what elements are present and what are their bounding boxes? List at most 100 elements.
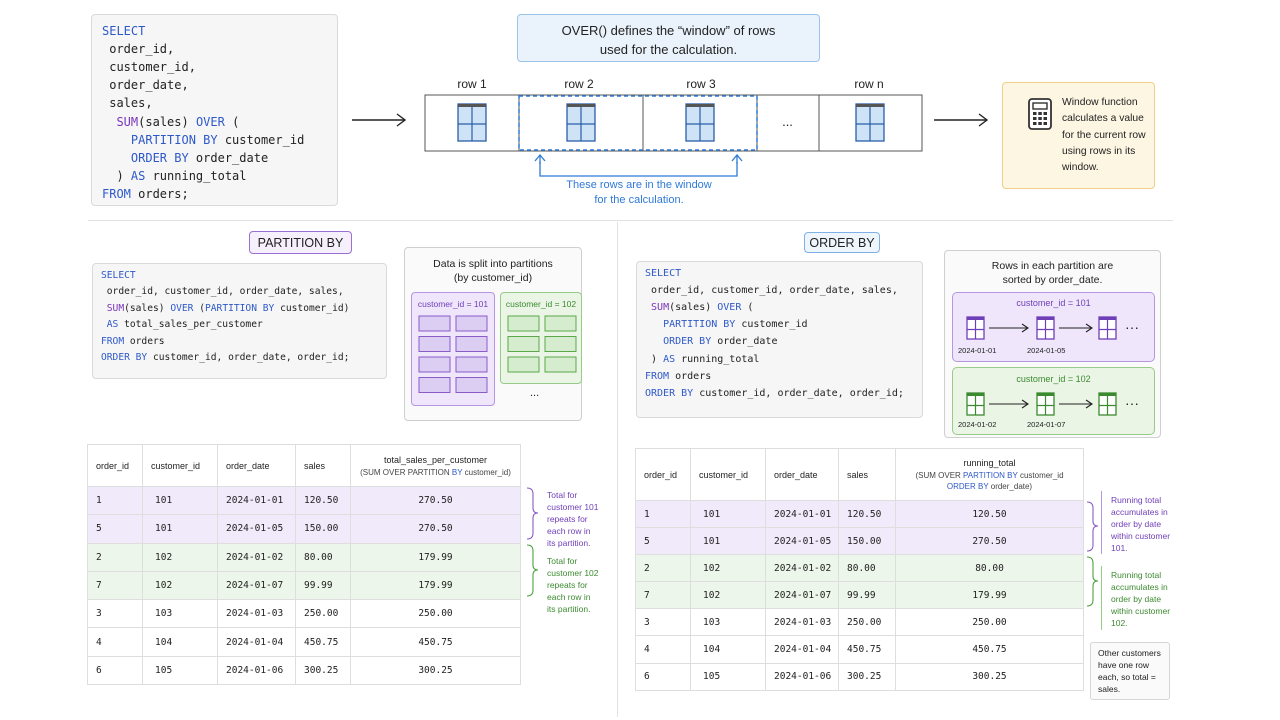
note-line: Total for (547, 490, 578, 500)
row-table-icon (855, 103, 885, 142)
col-header: customer_id (690, 448, 766, 501)
partition-cell (418, 356, 451, 373)
note-line: repeats for (547, 580, 588, 590)
table-cell: 80.00 (838, 554, 896, 583)
partition-cell (418, 377, 451, 393)
note-line: repeats for (547, 514, 588, 524)
sql-line: order_id, customer_id, order_date, sales… (101, 286, 344, 298)
table-cell: 250.00 (295, 599, 351, 629)
row-table-icon (1098, 316, 1117, 340)
table-cell: 101 (690, 499, 766, 529)
partition-by-title: PARTITION BY (249, 231, 352, 254)
order-sql-code-box: SELECT order_id, customer_id, order_date… (636, 261, 923, 418)
table-cell: 80.00 (295, 542, 351, 572)
row-table-icon (966, 316, 985, 340)
table-cell: 270.50 (350, 514, 521, 544)
sorted-102-label: customer_id = 102 (1016, 374, 1091, 384)
sql-line: order_date, (102, 78, 189, 93)
calculator-icon (1028, 98, 1052, 130)
table-cell: 450.75 (295, 627, 351, 657)
running-header-sub2: ORDER BY order_date) (896, 482, 1083, 491)
table-cell: 2 (87, 542, 143, 572)
sorted-102-sequence: ··· (966, 392, 1139, 416)
vertical-divider (617, 222, 618, 717)
partition-cell (507, 356, 540, 373)
order-table: order_id customer_id order_date sales ru… (635, 448, 1084, 691)
split-title-1: Data is split into partitions (433, 258, 553, 270)
table-cell: 179.99 (350, 542, 521, 572)
order-note-102-border (1101, 566, 1102, 630)
table-cell: 105 (690, 662, 766, 691)
partition-cell (544, 336, 577, 352)
table-cell: 1 (87, 485, 143, 516)
table-cell: 120.50 (295, 485, 351, 516)
table-cell: 2 (635, 554, 691, 583)
note-line: 102. (1111, 618, 1128, 628)
sql-line: SELECT (102, 24, 146, 38)
rows-strip (424, 94, 923, 152)
table-cell: 450.75 (838, 635, 896, 664)
sorted-101-label: customer_id = 101 (1016, 298, 1091, 308)
col-header-running-total: running_total (SUM OVER PARTITION BY cus… (895, 448, 1084, 501)
table-cell: 300.25 (350, 655, 521, 686)
sql-line: ORDER BY customer_id, order_date, order_… (101, 352, 350, 363)
window-function-line: for the current row (1062, 129, 1146, 141)
row-label-n: row n (854, 77, 884, 91)
table-cell: 120.50 (838, 499, 896, 529)
table-cell: 7 (87, 570, 143, 601)
table-cell: 300.25 (295, 655, 351, 686)
partition-102-label: customer_id = 102 (505, 299, 577, 309)
sql-line: SUM(sales) OVER (PARTITION BY customer_i… (106, 302, 350, 314)
table-cell: 4 (87, 627, 143, 657)
table-cell: 179.99 (895, 581, 1084, 610)
col-header: sales (295, 444, 351, 487)
table-cell: 2024-01-02 (765, 554, 839, 583)
sorted-101-sequence: ··· (966, 316, 1139, 340)
note-line: each row in (547, 592, 591, 602)
table-cell: 2024-01-01 (217, 485, 296, 516)
table-cell: 250.00 (350, 599, 521, 629)
note-line: 101. (1111, 543, 1128, 553)
table-cell: 99.99 (838, 581, 896, 610)
bracket-icon (526, 487, 539, 597)
note-line: Running total (1111, 495, 1162, 505)
running-header-sub1: (SUM OVER PARTITION BY customer_id (896, 471, 1083, 480)
note-line: have one row (1098, 660, 1150, 670)
note-line: its partition. (547, 604, 591, 614)
table-cell: 270.50 (895, 527, 1084, 556)
row-label-2: row 2 (564, 77, 594, 91)
running-header-label: running_total (963, 458, 1016, 468)
sql-line: SELECT (645, 268, 682, 279)
table-cell: 101 (142, 485, 218, 516)
note-line: each, so total = (1098, 672, 1156, 682)
arrow-right-icon (989, 399, 1029, 409)
row-label-1: row 1 (457, 77, 487, 91)
table-cell: 99.99 (295, 570, 351, 601)
arrow-right-icon (989, 323, 1029, 333)
sql-line: FROM orders; (102, 186, 189, 201)
table-cell: 102 (142, 570, 218, 601)
running-sub-text: ORDER BY order_date) (946, 482, 1033, 491)
table-cell: 101 (142, 514, 218, 544)
date-label: 2024-01-01 (958, 346, 997, 355)
partition-cell (455, 377, 488, 393)
table-cell: 104 (690, 635, 766, 664)
table-cell: 1 (635, 499, 691, 529)
sql-line: ) AS running_total (102, 168, 247, 183)
over-callout: OVER() defines the “window” of rows used… (517, 14, 820, 62)
note-line: Running total (1111, 570, 1162, 580)
table-cell: 2024-01-04 (765, 635, 839, 664)
table-cell: 2024-01-07 (217, 570, 296, 601)
date-label: 2024-01-02 (958, 420, 997, 429)
sql-line: SELECT (101, 270, 136, 281)
partition-cell (455, 336, 488, 352)
sql-line: FROM orders (645, 370, 712, 382)
